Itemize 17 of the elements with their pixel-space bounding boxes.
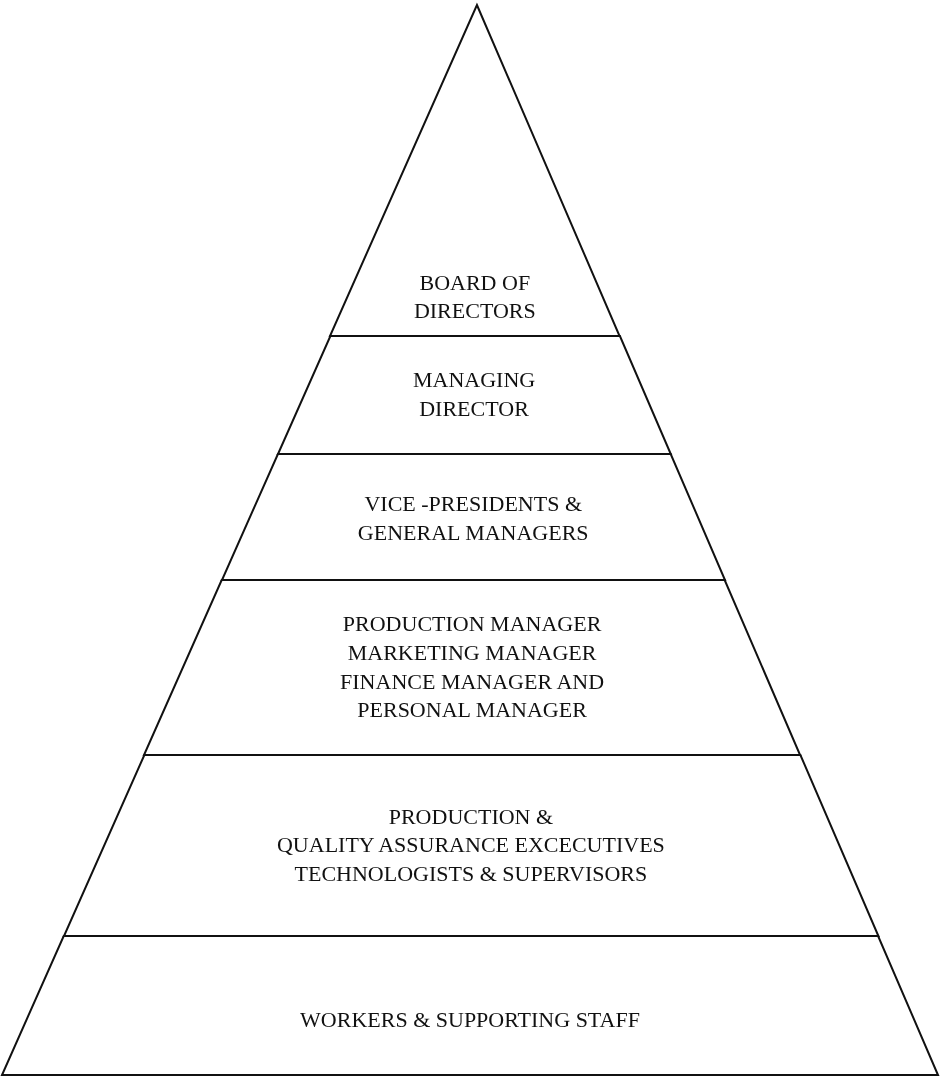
pyramid-tier [63, 755, 879, 936]
tier-label: PERSONAL MANAGER [357, 696, 587, 725]
pyramid-tier [330, 5, 620, 336]
tier-label: FINANCE MANAGER AND [340, 667, 605, 696]
pyramid-tier [221, 454, 725, 580]
tier-label: PRODUCTION MANAGER [342, 610, 602, 639]
tier-label: QUALITY ASSURANCE EXCECUTIVES [276, 831, 665, 860]
pyramid-tier [2, 936, 938, 1075]
tier-label: PRODUCTION & [388, 802, 554, 831]
tier-label: WORKERS & SUPPORTING STAFF [300, 1006, 640, 1035]
tier-label: VICE -PRESIDENTS & GENERAL MANAGERS [356, 490, 590, 547]
tier-label: TECHNOLOGISTS & SUPERVISORS [294, 859, 648, 888]
tier-label: BOARD OF DIRECTORS [412, 268, 537, 326]
pyramid-tier [144, 580, 801, 755]
pyramid-tier [277, 336, 671, 454]
tier-label: MARKETING MANAGER [347, 638, 597, 667]
tier-label: MANAGING DIRECTOR [411, 366, 537, 423]
